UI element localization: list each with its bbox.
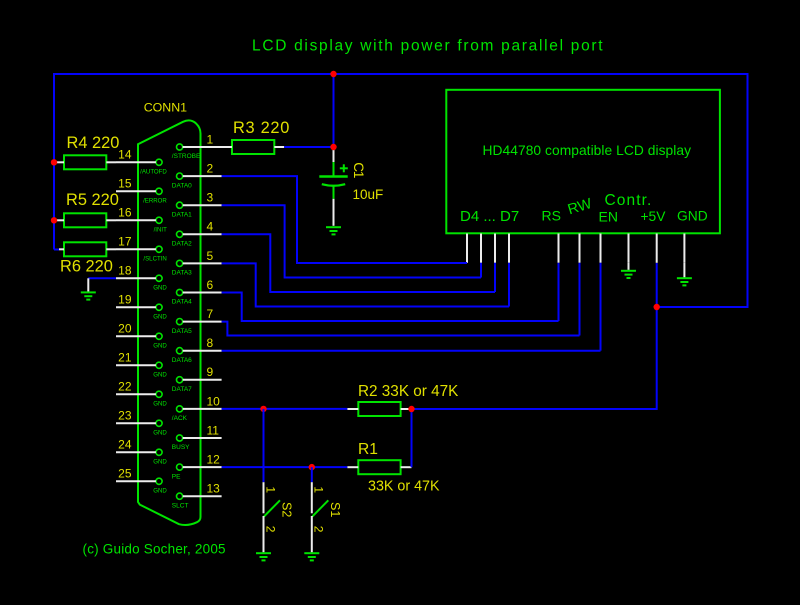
svg-text:DATA1: DATA1 xyxy=(172,211,192,218)
svg-text:/INIT: /INIT xyxy=(154,226,167,233)
svg-text:SLCT: SLCT xyxy=(172,502,189,509)
svg-text:DATA7: DATA7 xyxy=(172,386,192,393)
svg-text:7: 7 xyxy=(207,307,214,321)
svg-text:11: 11 xyxy=(207,423,220,437)
svg-text:GND: GND xyxy=(153,284,167,291)
svg-text:1: 1 xyxy=(207,132,214,146)
svg-text:15: 15 xyxy=(118,177,132,191)
svg-text:12: 12 xyxy=(207,453,221,467)
svg-text:PE: PE xyxy=(172,473,181,480)
svg-text:BUSY: BUSY xyxy=(172,444,190,451)
svg-text:6: 6 xyxy=(207,278,214,292)
svg-text:HD44780 compatible LCD display: HD44780 compatible LCD display xyxy=(483,143,692,158)
svg-text:4: 4 xyxy=(207,220,214,234)
svg-text:10uF: 10uF xyxy=(353,187,384,202)
svg-text:23: 23 xyxy=(118,409,132,423)
svg-text:GND: GND xyxy=(153,400,167,407)
svg-text:9: 9 xyxy=(207,365,214,379)
svg-text:3: 3 xyxy=(207,191,214,205)
svg-text:25: 25 xyxy=(118,467,132,481)
svg-text:8: 8 xyxy=(207,336,214,350)
svg-text:20: 20 xyxy=(118,322,132,336)
svg-text:/AUTOFD: /AUTOFD xyxy=(140,168,167,175)
svg-text:GND: GND xyxy=(677,209,708,224)
svg-text:R4 220: R4 220 xyxy=(67,134,120,152)
svg-text:LCD display with power from pa: LCD display with power from parallel por… xyxy=(252,38,604,55)
svg-text:C1: C1 xyxy=(351,162,366,178)
svg-text:S2: S2 xyxy=(280,502,294,517)
svg-text:R1: R1 xyxy=(358,441,378,458)
svg-text:R6 220: R6 220 xyxy=(60,257,113,275)
svg-text:2: 2 xyxy=(312,526,326,533)
svg-text:16: 16 xyxy=(118,206,132,220)
svg-text:17: 17 xyxy=(118,235,132,249)
svg-text:S1: S1 xyxy=(328,502,342,517)
svg-text:DATA3: DATA3 xyxy=(172,270,192,277)
svg-text:+5V: +5V xyxy=(641,209,667,224)
svg-text:CONN1: CONN1 xyxy=(144,100,187,114)
svg-text:2: 2 xyxy=(207,162,214,176)
svg-text:R3 220: R3 220 xyxy=(233,119,290,137)
svg-text:1: 1 xyxy=(263,486,277,493)
svg-text:18: 18 xyxy=(118,264,132,278)
svg-text:R5 220: R5 220 xyxy=(66,191,119,209)
svg-text:10: 10 xyxy=(207,394,221,408)
svg-text:(c) Guido Socher, 2005: (c) Guido Socher, 2005 xyxy=(83,542,226,557)
svg-text:19: 19 xyxy=(118,293,132,307)
svg-text:14: 14 xyxy=(118,148,132,162)
svg-text:DATA4: DATA4 xyxy=(172,299,192,306)
svg-text:13: 13 xyxy=(207,482,221,496)
svg-text:D4 ... D7: D4 ... D7 xyxy=(460,208,519,225)
svg-text:5: 5 xyxy=(207,249,214,263)
svg-text:GND: GND xyxy=(153,371,167,378)
svg-text:22: 22 xyxy=(118,380,132,394)
svg-text:/ACK: /ACK xyxy=(172,415,188,422)
svg-text:33K or 47K: 33K or 47K xyxy=(368,479,440,495)
svg-text:RS: RS xyxy=(542,208,561,224)
svg-text:EN: EN xyxy=(599,209,618,225)
svg-text:GND: GND xyxy=(153,487,167,494)
svg-text:/SLCTIN: /SLCTIN xyxy=(143,255,166,262)
svg-text:/ERROR: /ERROR xyxy=(143,197,167,204)
svg-text:2: 2 xyxy=(263,526,277,533)
svg-text:DATA5: DATA5 xyxy=(172,328,192,335)
svg-text:GND: GND xyxy=(153,429,167,436)
svg-text:24: 24 xyxy=(118,438,132,452)
svg-text:/STROBE: /STROBE xyxy=(172,153,201,160)
svg-text:GND: GND xyxy=(153,458,167,465)
svg-text:Contr.: Contr. xyxy=(605,192,653,209)
svg-text:R2 33K or 47K: R2 33K or 47K xyxy=(358,383,459,400)
svg-text:DATA6: DATA6 xyxy=(172,357,192,364)
svg-text:DATA2: DATA2 xyxy=(172,241,192,248)
svg-text:GND: GND xyxy=(153,313,167,320)
svg-text:DATA0: DATA0 xyxy=(172,182,192,189)
svg-text:GND: GND xyxy=(153,342,167,349)
svg-text:RW: RW xyxy=(566,196,594,218)
svg-text:21: 21 xyxy=(118,351,132,365)
svg-text:1: 1 xyxy=(312,486,326,493)
